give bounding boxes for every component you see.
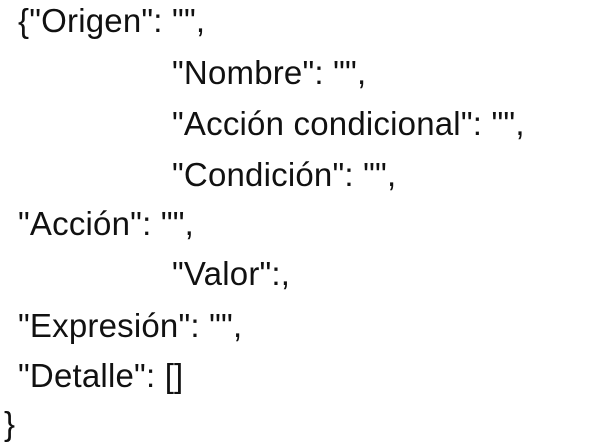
json-line-detalle: "Detalle": [] <box>18 357 184 394</box>
json-line-expresion: "Expresión": "", <box>18 307 243 344</box>
json-line-nombre: "Nombre": "", <box>172 54 367 91</box>
json-closing-brace: } <box>4 405 16 442</box>
json-line-accion-condicional: "Acción condicional": "", <box>172 105 525 142</box>
json-line-valor: "Valor":, <box>172 255 291 292</box>
json-line-accion: "Acción": "", <box>18 205 195 242</box>
json-line-origen: {"Origen": "", <box>18 2 206 39</box>
json-line-condicion: "Condición": "", <box>172 156 397 193</box>
